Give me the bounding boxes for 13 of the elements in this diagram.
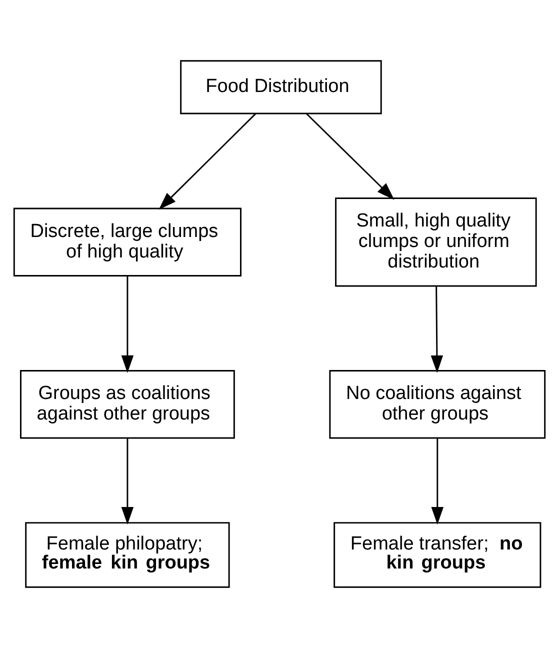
node-box: No coalitions against other groups	[329, 370, 546, 439]
arrow	[431, 438, 444, 525]
arrow	[306, 113, 394, 200]
node-box: Female transfer; no kin groups	[334, 522, 542, 588]
arrow	[121, 276, 134, 373]
node-box: Female philopatry; female kin groups	[25, 522, 230, 588]
arrow	[121, 438, 134, 525]
arrow	[430, 286, 444, 373]
node-box: Groups as coalitions against other groups	[20, 370, 235, 439]
node-box: Small, high quality clumps or uniform distribution	[335, 198, 537, 287]
node-box: Discrete, large clumps of high quality	[13, 208, 242, 276]
arrow	[158, 113, 256, 210]
node-box: Food Distribution	[180, 60, 382, 114]
